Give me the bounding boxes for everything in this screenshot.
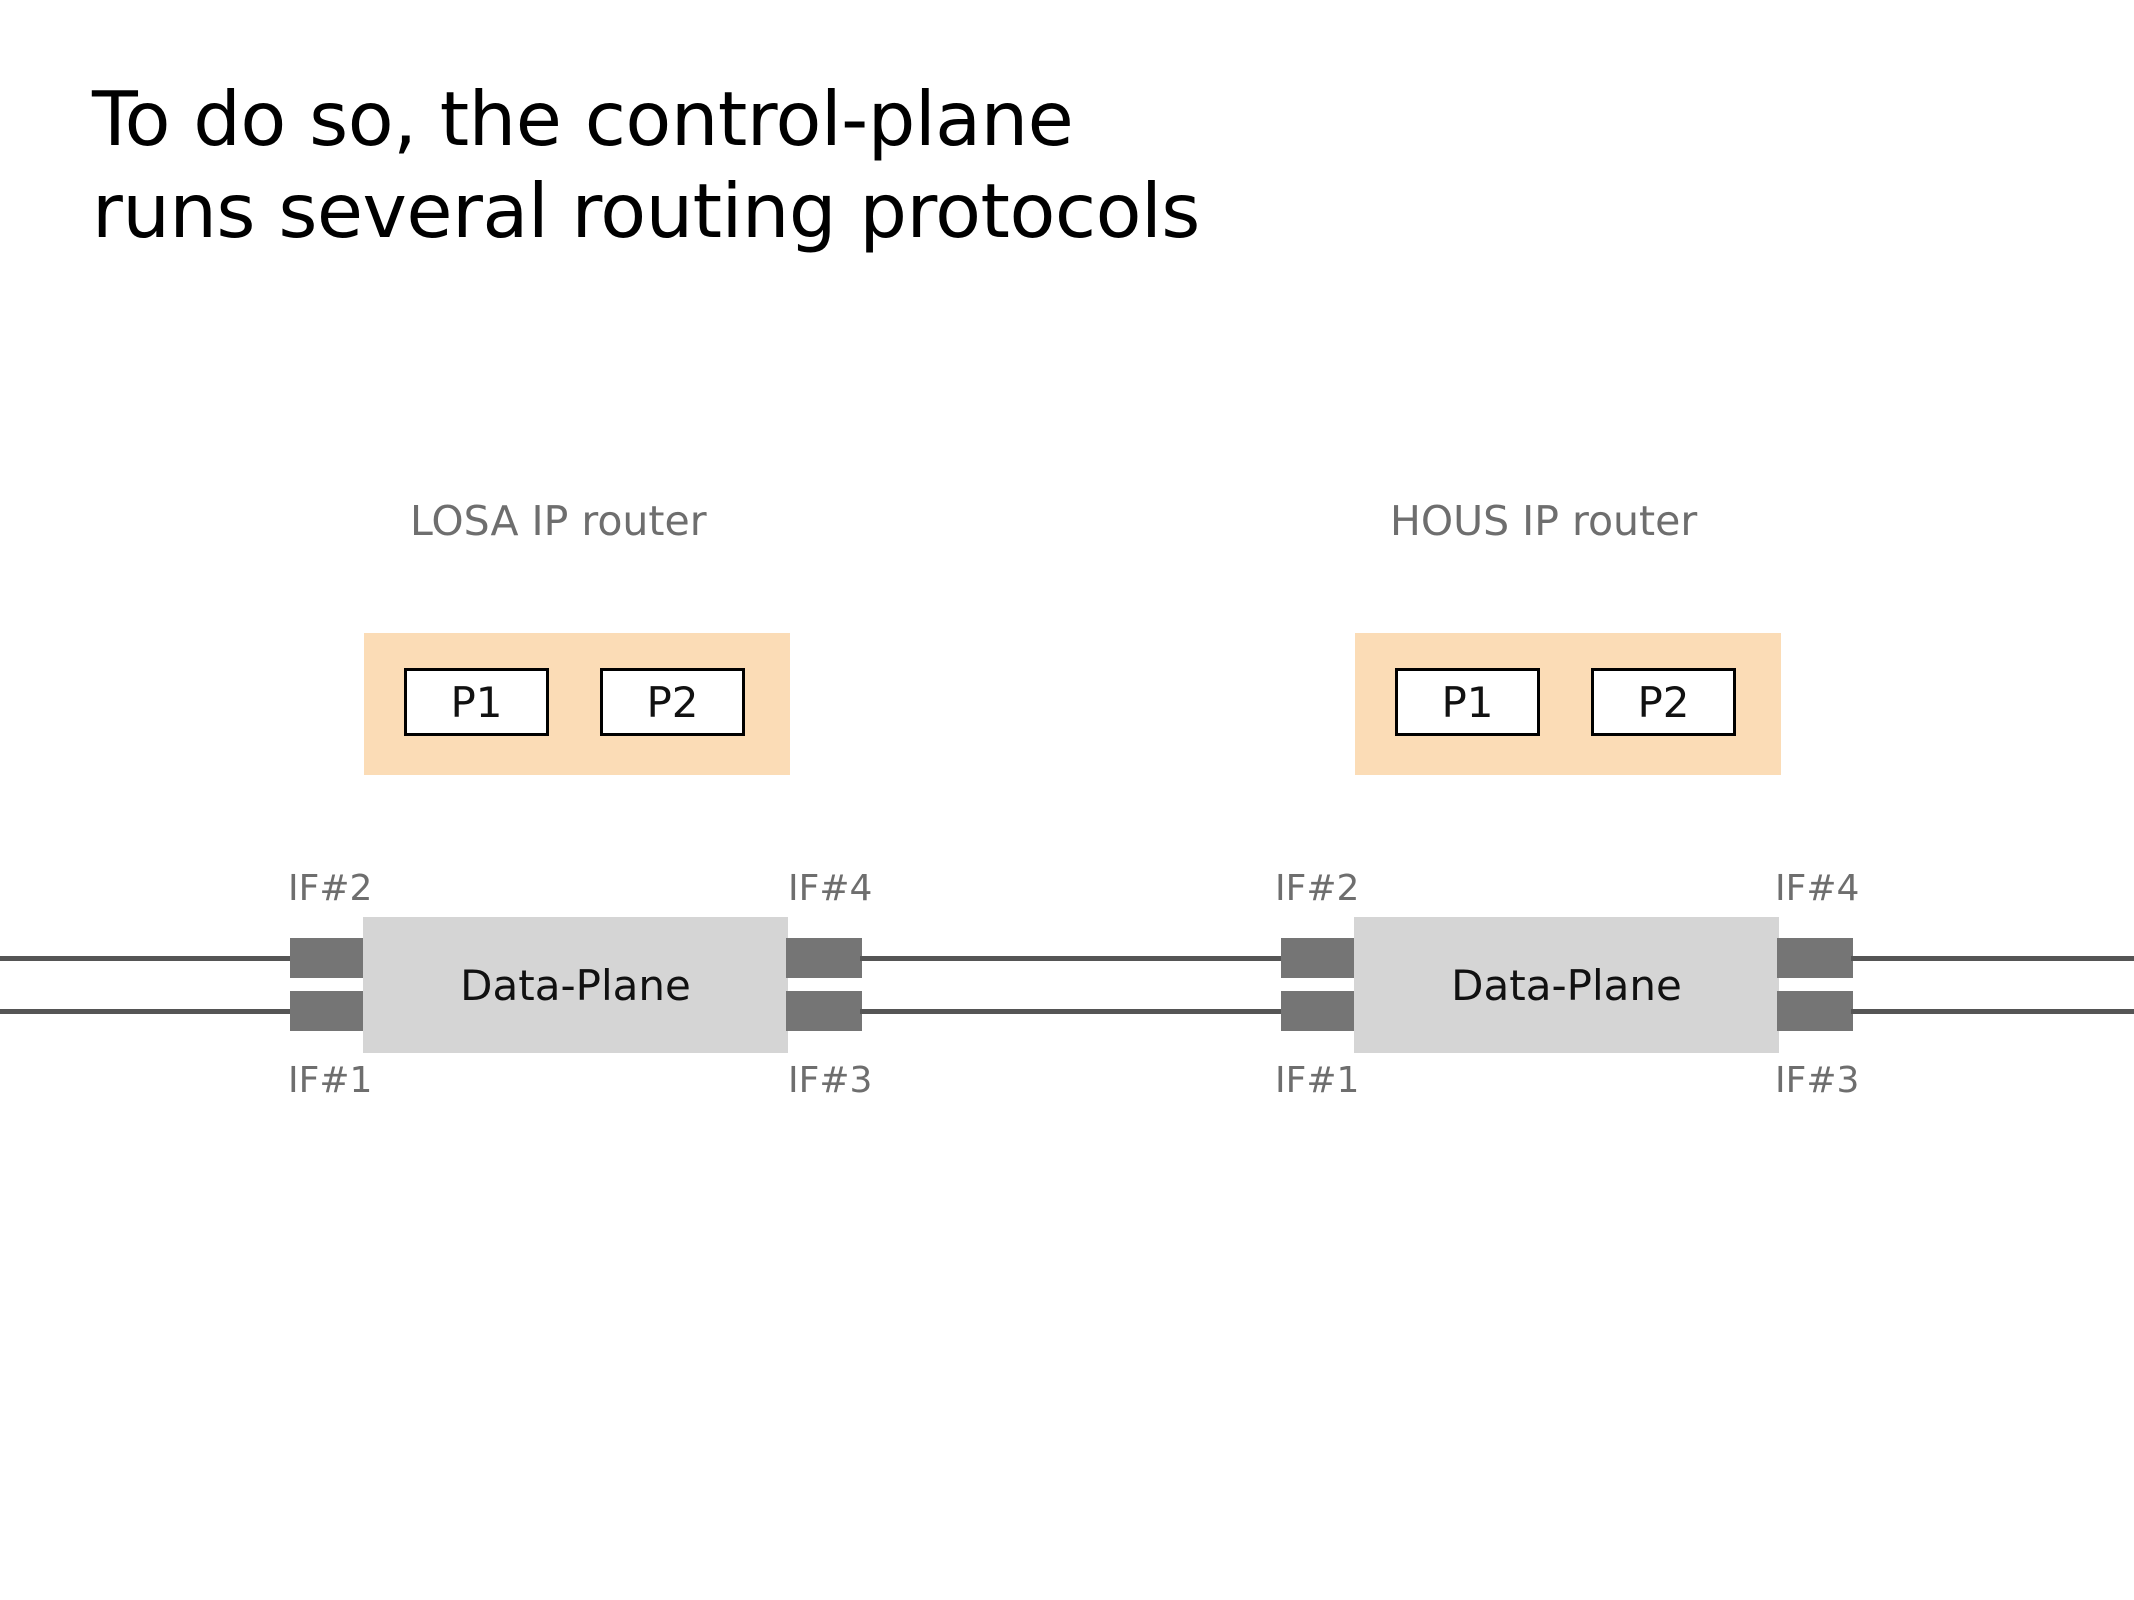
router-hous-iface-block-if3 <box>1777 991 1853 1031</box>
router-losa-iface-label-if2: IF#2 <box>288 868 373 909</box>
router-hous-label: HOUS IP router <box>1390 497 1698 545</box>
router-losa-data-plane: Data-Plane <box>363 917 788 1053</box>
router-hous-protocol-p1[interactable]: P1 <box>1395 668 1540 736</box>
router-losa-wire-if2 <box>0 956 292 961</box>
router-losa-wire-if3 <box>860 1009 1285 1014</box>
router-hous-data-plane: Data-Plane <box>1354 917 1779 1053</box>
router-losa-iface-label-if1: IF#1 <box>288 1060 373 1101</box>
router-losa-iface-block-if2 <box>290 938 366 978</box>
router-losa-iface-label-if4: IF#4 <box>788 868 873 909</box>
router-losa-iface-label-if3: IF#3 <box>788 1060 873 1101</box>
router-losa-iface-block-if4 <box>786 938 862 978</box>
router-losa-protocol-p1[interactable]: P1 <box>404 668 549 736</box>
router-hous-wire-if4 <box>1851 956 2134 961</box>
router-hous-iface-label-if3: IF#3 <box>1775 1060 1860 1101</box>
router-hous-control-plane: P1 P2 <box>1355 633 1781 775</box>
router-hous-wire-if3 <box>1851 1009 2134 1014</box>
router-hous-protocol-p2[interactable]: P2 <box>1591 668 1736 736</box>
router-losa-iface-block-if3 <box>786 991 862 1031</box>
page-title: To do so, the control-plane runs several… <box>92 75 1200 255</box>
router-losa-iface-block-if1 <box>290 991 366 1031</box>
router-hous-iface-label-if4: IF#4 <box>1775 868 1860 909</box>
router-hous-iface-block-if1 <box>1281 991 1357 1031</box>
router-hous-iface-block-if2 <box>1281 938 1357 978</box>
router-losa-protocol-p2[interactable]: P2 <box>600 668 745 736</box>
router-losa-wire-if4 <box>860 956 1285 961</box>
router-losa-control-plane: P1 P2 <box>364 633 790 775</box>
router-losa-wire-if1 <box>0 1009 292 1014</box>
router-hous-iface-block-if4 <box>1777 938 1853 978</box>
router-hous-iface-label-if1: IF#1 <box>1275 1060 1360 1101</box>
router-hous-iface-label-if2: IF#2 <box>1275 868 1360 909</box>
router-losa-label: LOSA IP router <box>410 497 707 545</box>
